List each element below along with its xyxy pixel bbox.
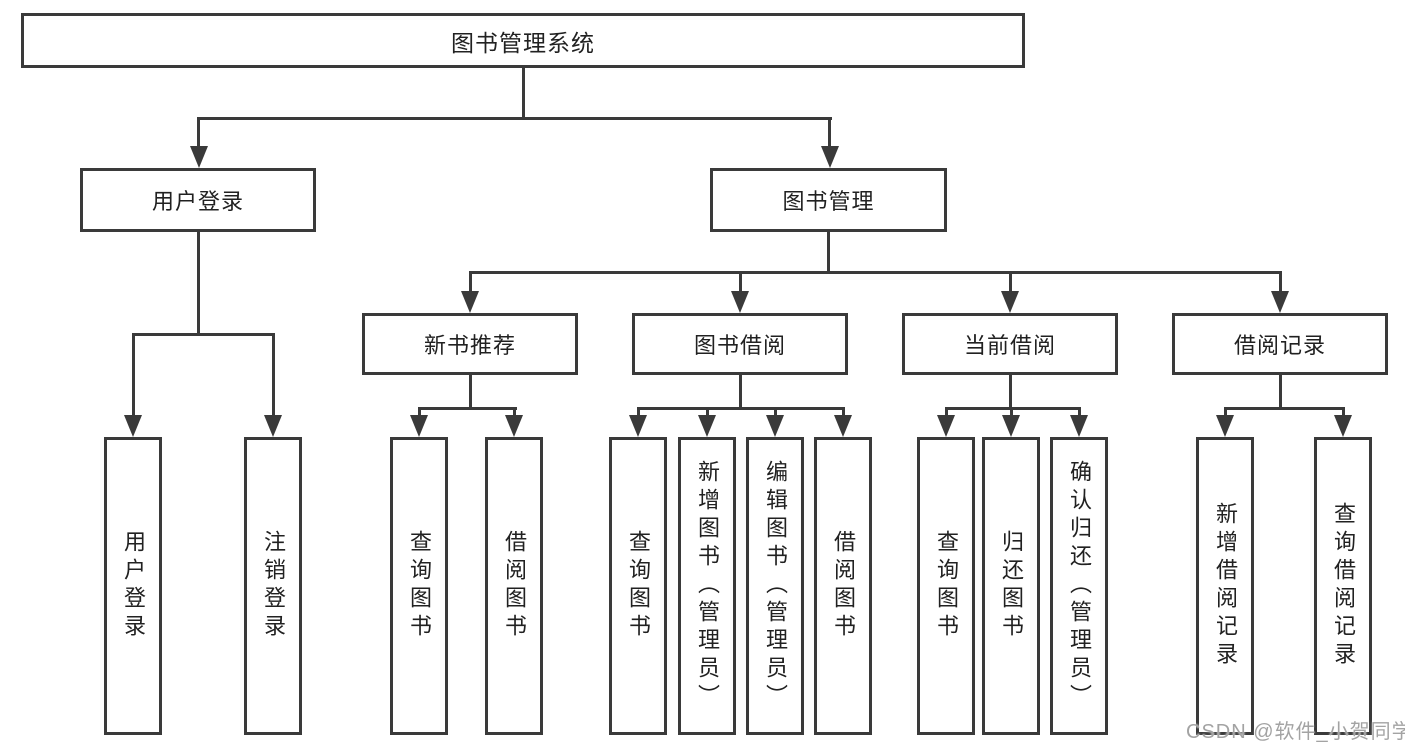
arrowhead-icon — [937, 415, 955, 437]
leaf-label: 查询借阅记录 — [1331, 502, 1356, 670]
connector-line — [1279, 375, 1282, 409]
connector-line — [739, 375, 742, 409]
node-label: 当前借阅 — [963, 333, 1056, 358]
connector-line — [469, 271, 472, 293]
leaf-query-borrow-record: 查询借阅记录 — [1314, 437, 1372, 735]
arrowhead-icon — [698, 415, 716, 437]
connector-line — [827, 232, 830, 274]
leaf-label: 新增图书（管理员） — [695, 460, 720, 712]
connector-line — [637, 407, 845, 410]
arrowhead-icon — [1271, 291, 1289, 313]
connector-line — [1224, 407, 1227, 419]
node-label: 图书借阅 — [693, 333, 786, 358]
connector-line — [739, 271, 742, 293]
connector-line — [418, 407, 421, 419]
connector-line — [706, 407, 709, 419]
connector-line — [945, 407, 1081, 410]
node-label: 用户登录 — [151, 189, 244, 214]
leaf-label: 查询图书 — [934, 530, 959, 642]
arrowhead-icon — [505, 415, 523, 437]
leaf-label: 新增借阅记录 — [1213, 502, 1238, 670]
node-new-book-recommend: 新书推荐 — [362, 313, 578, 375]
leaf-return-books: 归还图书 — [982, 437, 1040, 735]
connector-line — [197, 232, 200, 336]
arrowhead-icon — [264, 415, 282, 437]
node-library-management-system: 图书管理系统 — [21, 13, 1025, 68]
connector-line — [637, 407, 640, 419]
connector-line — [842, 407, 845, 419]
leaf-add-borrow-record: 新增借阅记录 — [1196, 437, 1254, 735]
leaf-confirm-return-admin: 确认归还（管理员） — [1050, 437, 1108, 735]
connector-line — [469, 375, 472, 409]
leaf-query-books-current: 查询图书 — [917, 437, 975, 735]
leaf-borrow-books-recommend: 借阅图书 — [485, 437, 543, 735]
leaf-label: 借阅图书 — [502, 530, 527, 642]
connector-line — [272, 333, 275, 417]
leaf-label: 借阅图书 — [831, 530, 856, 642]
arrowhead-icon — [461, 291, 479, 313]
leaf-borrow-books: 借阅图书 — [814, 437, 872, 735]
connector-line — [197, 117, 200, 147]
leaf-logout: 注销登录 — [244, 437, 302, 735]
connector-line — [1224, 407, 1345, 410]
connector-line — [774, 407, 777, 419]
leaf-label: 用户登录 — [121, 530, 146, 642]
node-user-login: 用户登录 — [80, 168, 316, 232]
arrowhead-icon — [766, 415, 784, 437]
connector-line — [1342, 407, 1345, 419]
leaf-label: 归还图书 — [999, 530, 1024, 642]
node-borrow-records: 借阅记录 — [1172, 313, 1388, 375]
arrowhead-icon — [1002, 415, 1020, 437]
leaf-label: 查询图书 — [407, 530, 432, 642]
connector-line — [513, 407, 516, 419]
connector-line — [132, 333, 135, 417]
leaf-user-login: 用户登录 — [104, 437, 162, 735]
arrowhead-icon — [1216, 415, 1234, 437]
connector-line — [132, 333, 275, 336]
arrowhead-icon — [410, 415, 428, 437]
arrowhead-icon — [1334, 415, 1352, 437]
connector-line — [469, 271, 1282, 274]
csdn-watermark: CSDN @软件_小贺同学 — [1186, 721, 1405, 743]
arrowhead-icon — [629, 415, 647, 437]
arrowhead-icon — [731, 291, 749, 313]
arrowhead-icon — [834, 415, 852, 437]
node-label: 借阅记录 — [1233, 333, 1326, 358]
arrowhead-icon — [821, 146, 839, 168]
leaf-label: 确认归还（管理员） — [1067, 460, 1092, 712]
connector-line — [945, 407, 948, 419]
leaf-query-books-recommend: 查询图书 — [390, 437, 448, 735]
leaf-add-books-admin: 新增图书（管理员） — [678, 437, 736, 735]
connector-line — [1078, 407, 1081, 419]
leaf-edit-books-admin: 编辑图书（管理员） — [746, 437, 804, 735]
connector-line — [418, 407, 517, 410]
arrowhead-icon — [1001, 291, 1019, 313]
node-label: 新书推荐 — [423, 333, 516, 358]
leaf-query-books-borrow: 查询图书 — [609, 437, 667, 735]
connector-line — [828, 117, 831, 147]
arrowhead-icon — [1070, 415, 1088, 437]
node-label: 图书管理 — [782, 189, 875, 214]
connector-line — [1010, 407, 1013, 419]
node-label: 图书管理系统 — [451, 29, 595, 56]
connector-line — [522, 68, 525, 119]
arrowhead-icon — [124, 415, 142, 437]
leaf-label: 编辑图书（管理员） — [763, 460, 788, 712]
node-book-borrow: 图书借阅 — [632, 313, 848, 375]
connector-line — [197, 117, 832, 120]
node-book-management: 图书管理 — [710, 168, 947, 232]
leaf-label: 查询图书 — [626, 530, 651, 642]
arrowhead-icon — [190, 146, 208, 168]
connector-line — [1009, 375, 1012, 409]
connector-line — [1279, 271, 1282, 293]
node-current-borrow: 当前借阅 — [902, 313, 1118, 375]
connector-line — [1009, 271, 1012, 293]
leaf-label: 注销登录 — [261, 530, 286, 642]
